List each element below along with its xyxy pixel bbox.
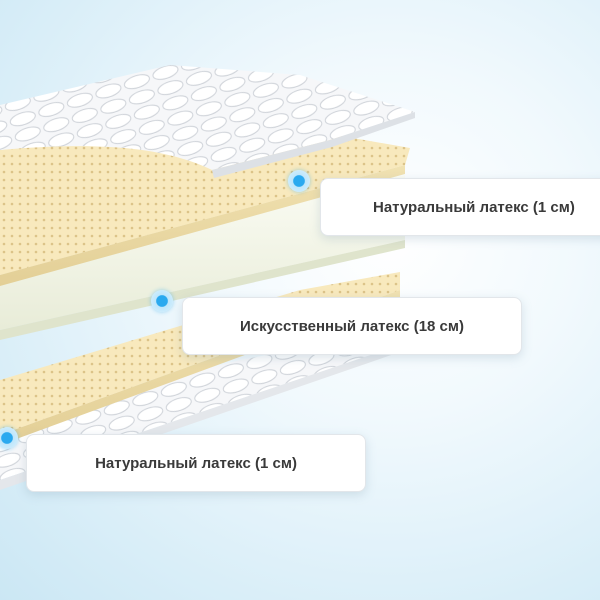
layer-marker-dot: [151, 290, 173, 312]
bottom-latex-callout: Натуральный латекс (1 см): [26, 434, 366, 492]
top-latex-callout: Натуральный латекс (1 см): [320, 178, 600, 236]
layer-marker-dot: [0, 427, 18, 449]
top-latex-layer: [0, 120, 410, 286]
layer-marker-dot: [288, 170, 310, 192]
foam-core-layer: [0, 175, 405, 340]
foam-core-callout: Искусственный латекс (18 см): [182, 297, 522, 355]
top-cover-layer: [0, 65, 415, 178]
